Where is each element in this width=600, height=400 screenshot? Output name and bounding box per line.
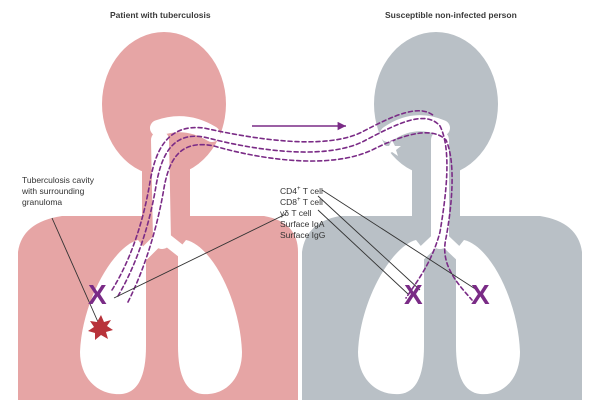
healthy-nasal-cavity — [380, 115, 450, 142]
inhalation-burst-icon — [383, 140, 401, 156]
immune-factors-list: CD4+ T cell CD8+ T cell γδ T cell Surfac… — [280, 186, 360, 241]
starburst-icon — [88, 315, 113, 340]
patient-title: Patient with tuberculosis — [110, 10, 211, 20]
healthy-x-mark-left: X — [404, 279, 423, 310]
immune-factor-cd4: CD4+ T cell — [280, 186, 323, 196]
cavity-label: Tuberculosis cavity with surrounding gra… — [22, 175, 94, 207]
droplet-trail-1 — [117, 117, 448, 299]
immune-factor-igg: Surface IgG — [280, 230, 326, 240]
cavity-leader-line — [51, 217, 99, 323]
immune-leader-line-left — [113, 213, 287, 299]
healthy-head — [374, 32, 498, 176]
healthy-x-mark-right: X — [471, 279, 490, 310]
immune-leader-line-right-a — [317, 195, 421, 291]
immune-factor-cd8: CD8+ T cell — [280, 197, 323, 207]
droplet-trail-2 — [127, 132, 473, 303]
lungs — [80, 240, 520, 395]
patient-trachea — [151, 131, 171, 249]
leader-lines — [51, 189, 481, 323]
droplet-trail-3 — [111, 109, 435, 291]
patient-lung-left — [80, 240, 146, 395]
immune-leader-line-right-b — [317, 209, 409, 295]
healthy-lung-right — [456, 240, 520, 395]
patient-head — [102, 32, 226, 176]
patient-nasal-cavity — [150, 116, 220, 142]
immune-factor-gamma-delta: γδ T cell — [280, 208, 312, 218]
immune-factor-iga: Surface IgA — [280, 219, 325, 229]
immune-leader-line-right-c — [321, 189, 481, 293]
droplet-stream — [111, 109, 473, 303]
healthy-person-title: Susceptible non-infected person — [385, 10, 517, 20]
patient-lung-right — [178, 240, 242, 395]
patient-x-mark: X — [88, 279, 107, 310]
